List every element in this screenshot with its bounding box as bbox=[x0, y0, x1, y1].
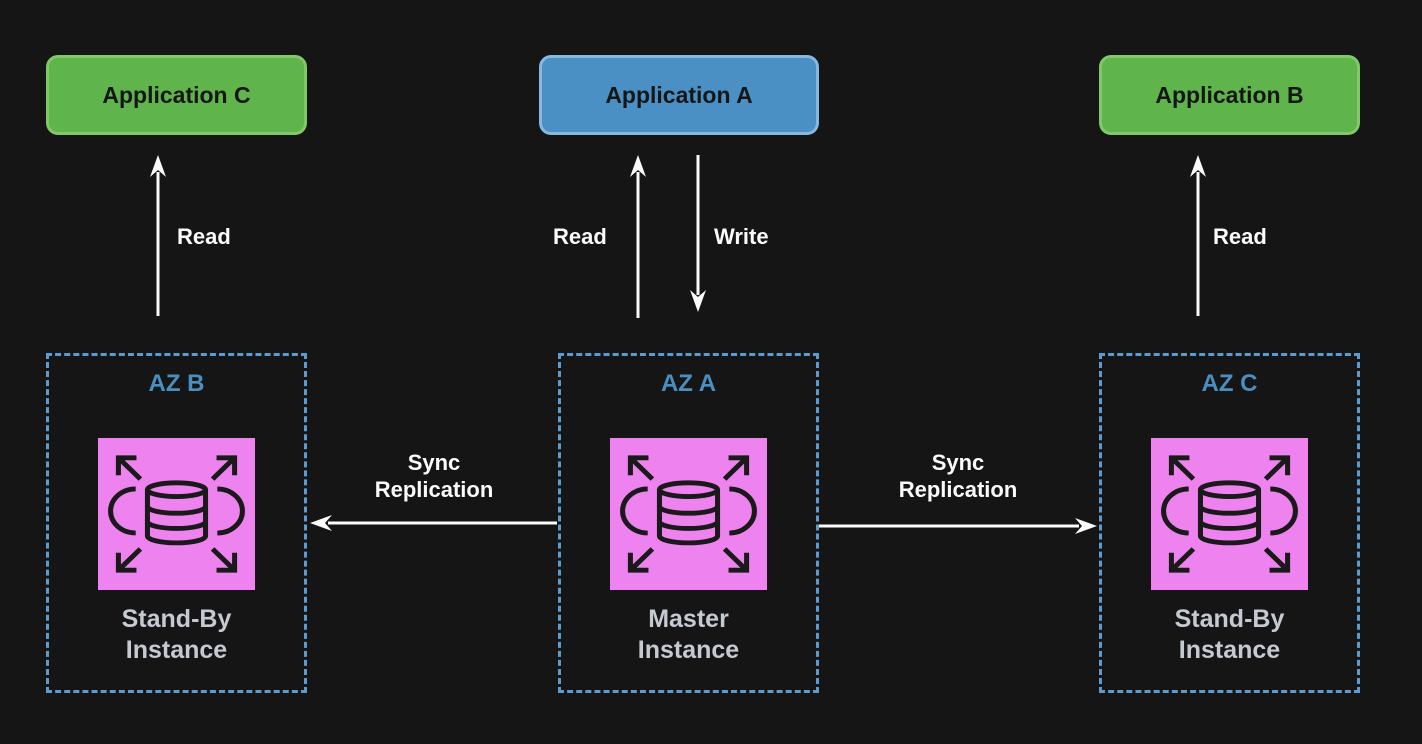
sync-label-line: Sync bbox=[407, 450, 461, 475]
read-label-center: Read bbox=[553, 224, 607, 249]
application-c-box: Application C bbox=[46, 55, 307, 135]
arrow-head-up bbox=[1190, 155, 1206, 177]
arrow-head-up bbox=[630, 155, 646, 177]
az-b-label: AZ B bbox=[148, 370, 205, 397]
write-label-center: Write bbox=[714, 224, 769, 249]
application-c-label: Application C bbox=[102, 81, 251, 108]
sync-replication-arrow-right bbox=[819, 518, 1097, 534]
application-a-label: Application A bbox=[605, 81, 753, 108]
sync-replication-label-left: Sync Replication bbox=[334, 449, 534, 503]
sync-replication-arrow-left bbox=[310, 515, 557, 531]
standby-instance-label-b: Stand-By Instance bbox=[122, 604, 232, 666]
sync-replication-label-right: Sync Replication bbox=[858, 449, 1058, 503]
read-arrow-right bbox=[1190, 155, 1206, 316]
instance-label-line: Instance bbox=[1178, 636, 1281, 664]
sync-label-line: Replication bbox=[374, 477, 494, 502]
sync-label-line: Replication bbox=[898, 477, 1018, 502]
instance-label-line: Stand-By bbox=[1174, 605, 1285, 633]
database-replication-icon bbox=[610, 438, 767, 590]
read-label-right: Read bbox=[1213, 224, 1267, 249]
arrow-head-up bbox=[150, 155, 166, 177]
arrow-head-left bbox=[310, 515, 332, 531]
instance-label-line: Master bbox=[648, 605, 729, 633]
read-arrow-center bbox=[630, 155, 646, 318]
write-arrow-center bbox=[690, 155, 706, 312]
az-b-zone: AZ B Stand-By Instance bbox=[46, 353, 307, 693]
az-a-zone: AZ A Master Instance bbox=[558, 353, 819, 693]
instance-label-line: Instance bbox=[125, 636, 228, 664]
read-label-left: Read bbox=[177, 224, 231, 249]
sync-label-line: Sync bbox=[931, 450, 985, 475]
instance-label-line: Stand-By bbox=[121, 605, 232, 633]
database-replication-icon bbox=[98, 438, 255, 590]
application-b-box: Application B bbox=[1099, 55, 1360, 135]
application-b-label: Application B bbox=[1155, 81, 1304, 108]
az-c-zone: AZ C Stand-By Instance bbox=[1099, 353, 1360, 693]
az-a-label: AZ A bbox=[660, 370, 717, 397]
instance-label-line: Instance bbox=[637, 636, 740, 664]
database-replication-icon bbox=[1151, 438, 1308, 590]
application-a-box: Application A bbox=[539, 55, 819, 135]
standby-instance-label-c: Stand-By Instance bbox=[1175, 604, 1285, 666]
read-arrow-left bbox=[150, 155, 166, 316]
az-c-label: AZ C bbox=[1201, 370, 1258, 397]
arrow-head-down bbox=[690, 290, 706, 312]
master-instance-label: Master Instance bbox=[638, 604, 739, 666]
arrow-head-right bbox=[1075, 518, 1097, 534]
